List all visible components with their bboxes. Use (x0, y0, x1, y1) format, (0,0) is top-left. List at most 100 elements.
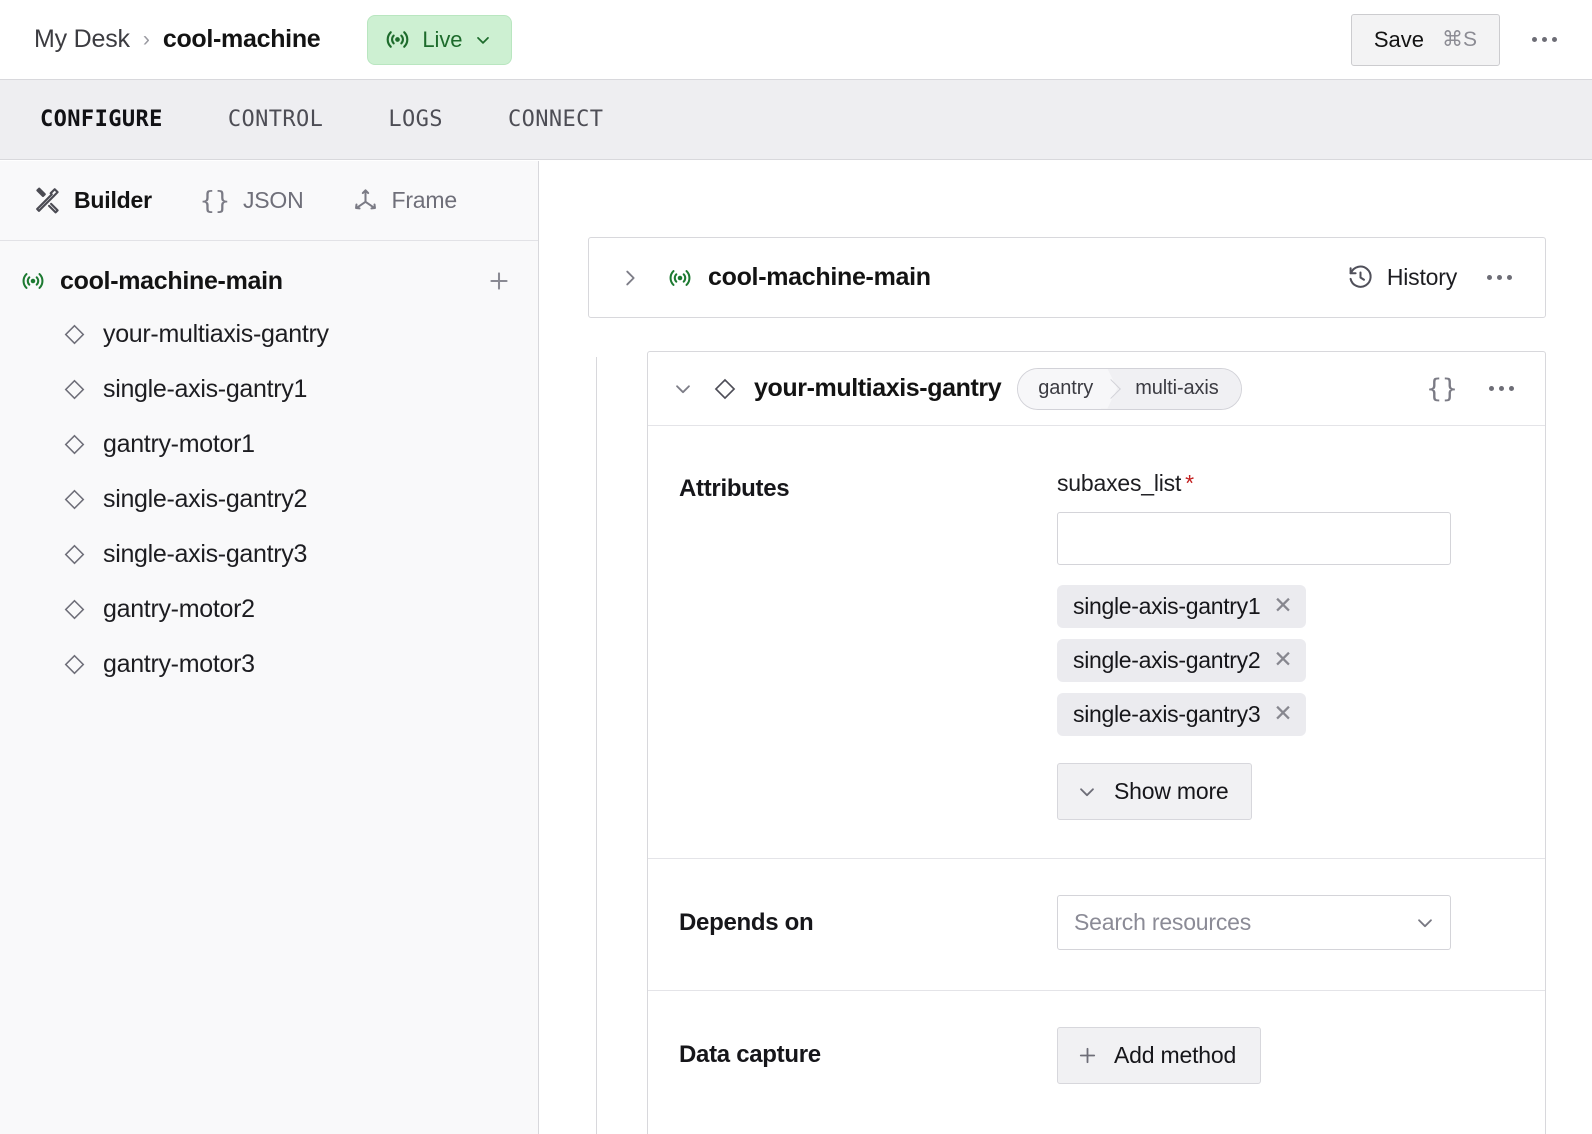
ellipsis-icon (1488, 386, 1514, 391)
diamond-icon (62, 597, 87, 622)
broadcast-icon (384, 26, 411, 53)
depends-on-placeholder: Search resources (1074, 909, 1252, 935)
top-bar: My Desk › cool-machine Live Save ⌘S (0, 0, 1592, 80)
chip-single-axis-gantry2: single-axis-gantry2 ✕ (1057, 639, 1306, 682)
add-resource-button[interactable] (482, 264, 516, 298)
resource-type-model-pill: gantry multi-axis (1017, 367, 1242, 410)
tree-item-your-multiaxis-gantry[interactable]: your-multiaxis-gantry (0, 307, 538, 362)
breadcrumb-root-link[interactable]: My Desk (34, 25, 130, 53)
axes-icon (352, 187, 379, 214)
braces-icon[interactable]: {} (1426, 373, 1458, 404)
braces-icon: {} (199, 186, 230, 215)
sidebar-mode-switcher: Builder {} JSON Frame (0, 161, 538, 241)
depends-on-row-label: Depends on (679, 909, 814, 936)
diamond-icon (62, 487, 87, 512)
tab-control[interactable]: CONTROL (227, 107, 324, 132)
live-status-badge[interactable]: Live (367, 14, 513, 65)
chevron-down-icon[interactable] (672, 378, 694, 400)
tree-item-gantry-motor3[interactable]: gantry-motor3 (0, 637, 538, 692)
tree-connector-line (596, 357, 597, 1134)
tab-configure[interactable]: CONFIGURE (40, 107, 163, 132)
save-button-label: Save (1373, 26, 1424, 52)
machine-card-overflow-button[interactable] (1475, 254, 1523, 302)
subaxes-list-field-label: subaxes_list* (1057, 470, 1515, 497)
save-shortcut-label: ⌘S (1441, 28, 1477, 51)
broadcast-icon (667, 265, 693, 291)
sidebar-mode-frame[interactable]: Frame (352, 187, 457, 214)
machine-part-card: cool-machine-main History (588, 237, 1546, 318)
add-method-button[interactable]: Add method (1057, 1027, 1262, 1084)
sidebar-mode-frame-label: Frame (391, 187, 458, 213)
subaxes-list-chips: single-axis-gantry1 ✕ single-axis-gantry… (1057, 585, 1515, 736)
data-capture-row: Data capture Add method (648, 990, 1545, 1124)
save-button[interactable]: Save ⌘S (1350, 13, 1500, 66)
depends-on-select[interactable]: Search resources (1057, 895, 1451, 950)
sidebar-mode-json[interactable]: {} JSON (200, 187, 304, 214)
sidebar: Builder {} JSON Frame (0, 161, 539, 1134)
tree-item-label: gantry-motor2 (103, 595, 255, 623)
data-capture-row-body: Add method (1057, 1027, 1545, 1084)
tree-root-label: cool-machine-main (60, 266, 283, 295)
sidebar-mode-builder-label: Builder (74, 187, 152, 213)
close-icon[interactable]: ✕ (1273, 700, 1293, 726)
tree-item-gantry-motor2[interactable]: gantry-motor2 (0, 582, 538, 637)
tree-item-label: gantry-motor1 (103, 430, 255, 458)
tree-item-label: gantry-motor3 (103, 650, 255, 678)
tree-item-single-axis-gantry1[interactable]: single-axis-gantry1 (0, 362, 538, 417)
machine-part-title: cool-machine-main (708, 263, 931, 291)
add-method-label: Add method (1114, 1042, 1237, 1068)
top-bar-overflow-button[interactable] (1520, 16, 1568, 64)
resource-name: your-multiaxis-gantry (754, 374, 1002, 402)
sidebar-mode-builder[interactable]: Builder (34, 187, 152, 214)
ellipsis-icon (1486, 275, 1512, 280)
live-status-label: Live (422, 26, 463, 52)
resource-card-overflow-button[interactable] (1477, 365, 1525, 413)
required-marker: * (1185, 470, 1194, 496)
resource-model-label: multi-axis (1117, 368, 1241, 409)
chip-label: single-axis-gantry3 (1073, 701, 1261, 727)
clock-history-icon (1347, 264, 1374, 291)
broadcast-icon (20, 268, 46, 294)
subaxes-list-field-name: subaxes_list (1057, 470, 1182, 496)
pill-divider-icon (1101, 368, 1118, 409)
tree-item-label: single-axis-gantry1 (103, 375, 308, 403)
depends-on-row: Depends on Search resources (648, 858, 1545, 990)
tree-item-single-axis-gantry2[interactable]: single-axis-gantry2 (0, 472, 538, 527)
ellipsis-icon (1531, 37, 1557, 42)
attributes-row-label: Attributes (679, 475, 790, 502)
diamond-icon (62, 652, 87, 677)
resource-config-card: your-multiaxis-gantry gantry multi-axis … (647, 351, 1546, 1134)
close-icon[interactable]: ✕ (1273, 592, 1293, 618)
tree-item-single-axis-gantry3[interactable]: single-axis-gantry3 (0, 527, 538, 582)
chevron-down-icon[interactable] (473, 30, 493, 50)
data-capture-row-label: Data capture (679, 1041, 821, 1068)
history-button[interactable]: History (1343, 258, 1461, 297)
tree-item-gantry-motor1[interactable]: gantry-motor1 (0, 417, 538, 472)
tools-icon (34, 187, 61, 214)
tab-connect[interactable]: CONNECT (507, 107, 604, 132)
chevron-right-icon[interactable] (619, 267, 641, 289)
top-bar-actions: Save ⌘S (1350, 13, 1568, 66)
subaxes-list-input[interactable] (1057, 512, 1451, 565)
show-more-button[interactable]: Show more (1057, 763, 1252, 820)
depends-on-row-body: Search resources (1057, 895, 1545, 950)
resource-card-header: your-multiaxis-gantry gantry multi-axis … (648, 352, 1545, 426)
diamond-icon (712, 376, 738, 402)
close-icon[interactable]: ✕ (1273, 646, 1293, 672)
plus-icon (1076, 1044, 1099, 1067)
resource-type-label: gantry (1018, 368, 1102, 409)
resource-card-header-actions: {} (1419, 365, 1525, 413)
attributes-row-body: subaxes_list* single-axis-gantry1 ✕ sing… (1057, 470, 1545, 820)
tree-item-label: your-multiaxis-gantry (103, 320, 329, 348)
breadcrumb-current: cool-machine (162, 25, 321, 53)
chip-single-axis-gantry3: single-axis-gantry3 ✕ (1057, 693, 1306, 736)
chip-label: single-axis-gantry2 (1073, 647, 1261, 673)
history-button-label: History (1386, 264, 1457, 290)
diamond-icon (62, 542, 87, 567)
tab-logs[interactable]: LOGS (388, 107, 443, 132)
tree-item-label: single-axis-gantry2 (103, 485, 308, 513)
sidebar-mode-json-label: JSON (242, 187, 304, 213)
main-content: cool-machine-main History (540, 161, 1592, 1134)
tree-root-item[interactable]: cool-machine-main (0, 255, 538, 307)
attributes-row: Attributes subaxes_list* single-axis-gan… (648, 426, 1545, 858)
